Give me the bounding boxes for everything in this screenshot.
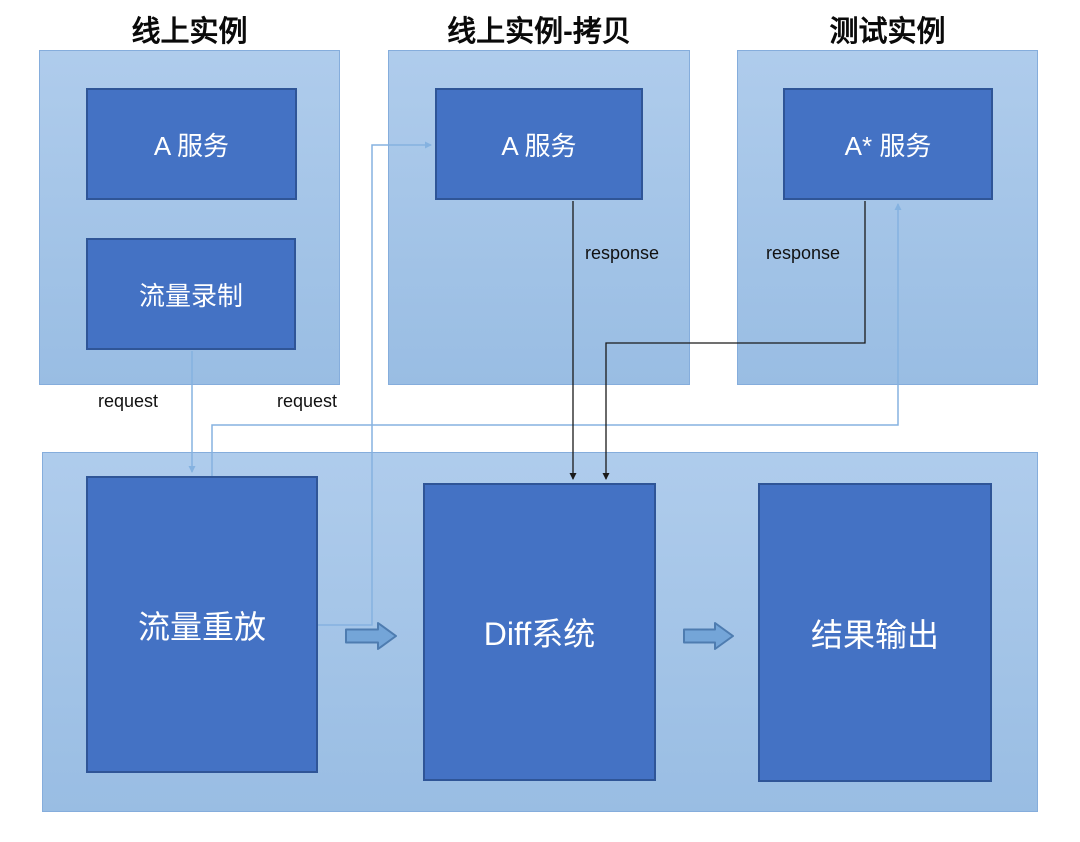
response-label-test: response: [766, 243, 841, 263]
box-a-service-online: A 服务: [86, 88, 297, 200]
group-title-online-instance: 线上实例: [131, 16, 248, 48]
box-diff-system: Diff系统: [423, 483, 656, 781]
box-result-output: 结果输出: [758, 483, 992, 782]
box-traffic-record: 流量录制: [86, 238, 296, 350]
response-label-copy: response: [585, 243, 660, 263]
request-label-mid: request: [277, 391, 338, 411]
box-a-star-service: A* 服务: [783, 88, 993, 200]
group-title-online-instance-copy: 线上实例-拷贝: [447, 16, 631, 48]
box-traffic-replay: 流量重放: [86, 476, 318, 773]
group-title-test-instance: 测试实例: [829, 16, 946, 48]
box-a-service-copy: A 服务: [435, 88, 643, 200]
request-label-left: request: [98, 391, 159, 411]
